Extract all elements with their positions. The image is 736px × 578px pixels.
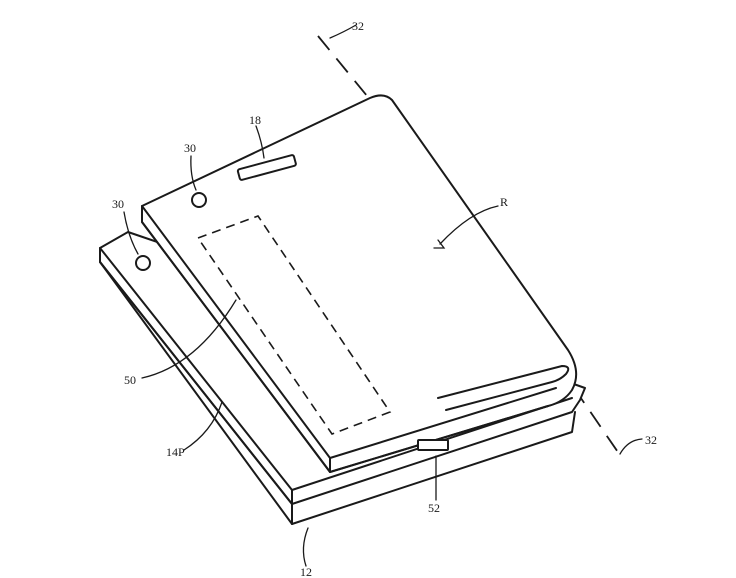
label-12: 12 <box>300 565 312 578</box>
connector-port-52 <box>417 439 449 451</box>
hinge-axis-32 <box>317 35 623 459</box>
label-32-top: 32 <box>352 19 364 33</box>
sensor-30-upper <box>191 192 207 208</box>
label-30-upper: 30 <box>184 141 196 155</box>
label-18: 18 <box>249 113 261 127</box>
label-30-lower: 30 <box>112 197 124 211</box>
dashed-region-50 <box>196 215 392 435</box>
hinge-slot <box>437 365 570 411</box>
label-32-bottom: 32 <box>645 433 657 447</box>
upper-housing-panel <box>141 94 578 473</box>
label-52: 52 <box>428 501 440 515</box>
label-r: R <box>500 195 508 209</box>
label-50: 50 <box>124 373 136 387</box>
label-14p: 14P <box>166 445 185 459</box>
speaker-slot-18 <box>236 154 297 181</box>
leader-lines <box>123 24 643 567</box>
sensor-30-lower <box>135 255 151 271</box>
